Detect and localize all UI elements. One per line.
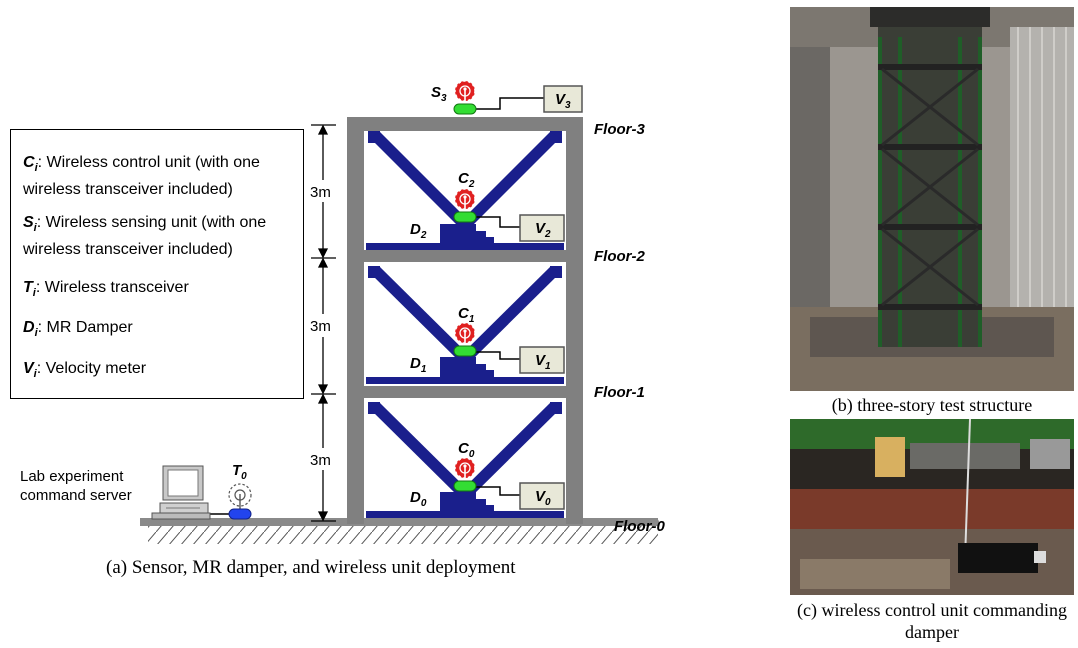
story-height-2: 3m [310,318,331,335]
svg-text:C0: C0 [458,440,475,460]
svg-text:V0: V0 [535,488,551,508]
velocity-meter-v1: V1 [519,346,565,374]
velocity-meter-v2: V2 [519,214,565,242]
story-2-bracing [366,266,564,384]
deployment-diagram: V3 V2 V1 V0 S3 C2 C1 C0 D2 D1 D0 Floor-3… [20,80,665,578]
story-1-bracing [366,402,564,518]
server-label-line1: Lab experiment [20,468,124,485]
svg-text:T0: T0 [232,462,247,482]
floor-label-1: Floor-1 [594,384,645,401]
signal-wires [208,97,544,515]
floor-label-2: Floor-2 [594,248,645,265]
svg-text:C2: C2 [458,170,475,190]
transceiver-t0: T0 [228,462,252,520]
building-frame [347,117,583,524]
legend-item-velocity-meter: Vi: Velocity meter [23,360,147,381]
legend-item-transceiver: Ti: Wireless transceiver [23,279,189,300]
control-unit-c2: C2 [453,170,477,223]
floor-label-0: Floor-0 [614,518,665,535]
legend-item-damper: Di: MR Damper [23,319,133,340]
velocity-meter-v3: V3 [543,85,583,113]
legend-item-sensing-unit: Si: Wireless sensing unit (with one wire… [23,214,267,259]
sensing-unit-s3: S3 [431,80,477,115]
computer-icon [151,465,211,520]
velocity-meter-v0: V0 [519,482,565,510]
control-unit-c1: C1 [453,305,477,357]
caption-c-line2: damper [905,622,959,642]
svg-text:V1: V1 [535,352,551,372]
caption-b: (b) three-story test structure [831,395,1033,415]
story-3-bracing [366,131,564,250]
server-label-line2: command server [20,487,132,504]
control-unit-c0: C0 [453,440,477,492]
damper-label-d0: D0 [410,489,427,509]
legend-item-control-unit: Ci: Wireless control unit (with one wire… [23,154,260,199]
damper-label-d2: D2 [410,221,427,241]
svg-text:S3: S3 [431,84,447,104]
svg-text:V2: V2 [535,220,551,240]
caption-c-line1: (c) wireless control unit commanding [797,600,1067,620]
floor-label-3: Floor-3 [594,121,645,138]
story-height-3: 3m [310,184,331,201]
svg-text:C1: C1 [458,305,475,325]
ground [140,518,659,544]
damper-label-d1: D1 [410,355,427,375]
story-height-1: 3m [310,452,331,469]
test-structure-photo [790,7,1074,391]
legend-box: Ci: Wireless control unit (with one wire… [10,129,304,399]
damper-photo [790,419,1074,595]
caption-a: (a) Sensor, MR damper, and wireless unit… [106,557,516,578]
svg-text:V3: V3 [555,91,571,111]
story-dimension-arrows [311,124,336,522]
